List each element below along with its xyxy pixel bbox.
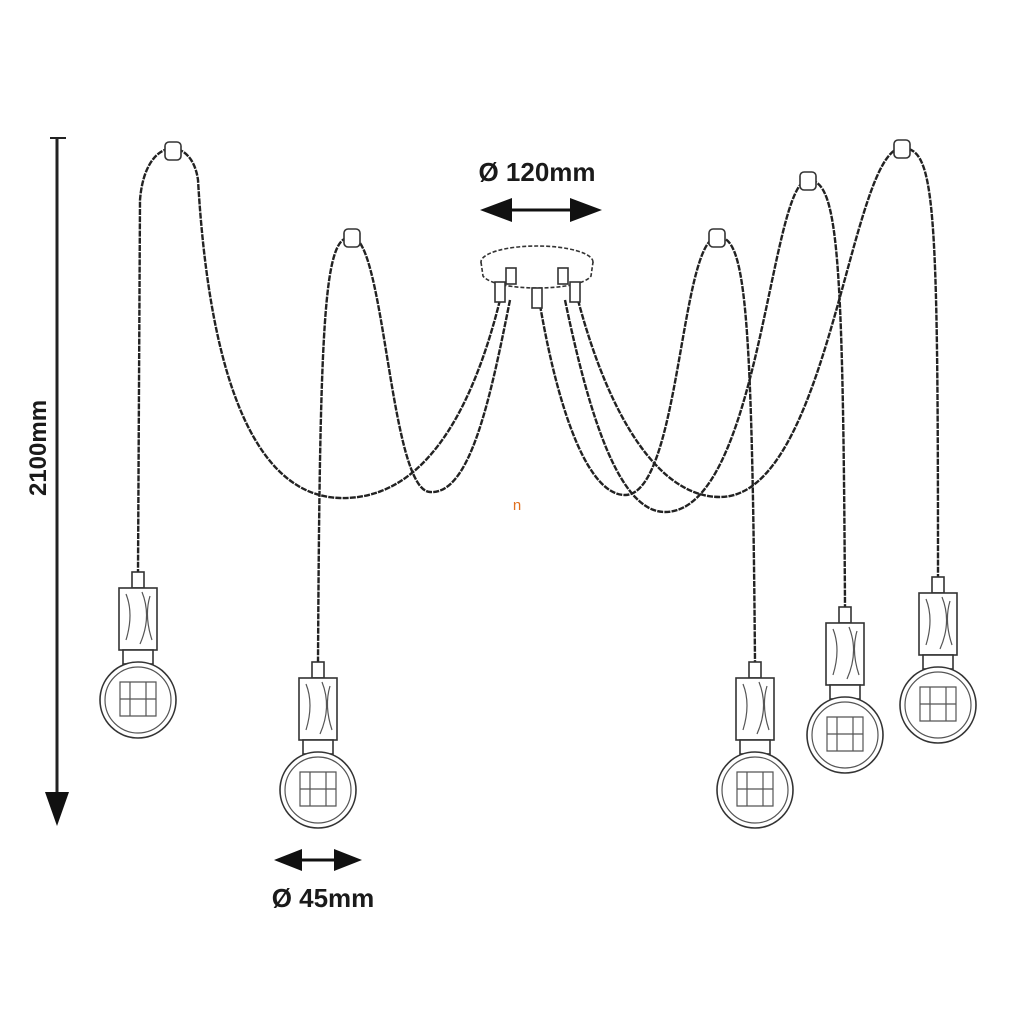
cord-grip xyxy=(931,576,945,594)
cord-grip xyxy=(748,661,762,679)
hook-icon xyxy=(799,171,817,191)
cable-2 xyxy=(316,235,512,663)
cord-grip xyxy=(311,661,325,679)
bulb-icon xyxy=(806,696,884,774)
arrow-right-icon xyxy=(334,849,362,871)
pendant-lamp-3 xyxy=(716,661,794,829)
bulb-icon xyxy=(716,751,794,829)
arrow-left-icon xyxy=(274,849,302,871)
cable-3 xyxy=(538,235,757,663)
cable-5 xyxy=(576,146,940,578)
pendant-lamp-4 xyxy=(806,606,884,774)
wooden-holder xyxy=(735,677,775,741)
bulb-icon xyxy=(279,751,357,829)
canopy-diameter-label: Ø 120mm xyxy=(478,157,595,187)
bulb-dimension: Ø 45mm xyxy=(272,849,375,913)
bulb-icon xyxy=(99,661,177,739)
cables xyxy=(136,146,940,663)
pendant-lamp-1 xyxy=(99,571,177,739)
cable-4 xyxy=(563,178,847,608)
hook-icon xyxy=(893,139,911,159)
arrow-down-icon xyxy=(45,792,69,826)
wooden-holder xyxy=(825,622,865,686)
center-mark: n xyxy=(513,497,521,514)
cord-grip xyxy=(131,571,145,589)
bulb-diameter-label: Ø 45mm xyxy=(272,883,375,913)
cable-1 xyxy=(136,147,502,573)
arrow-left-icon xyxy=(480,198,512,222)
hook-icon xyxy=(164,141,182,161)
height-label: 2100mm xyxy=(25,400,52,496)
height-dimension: 2100mm xyxy=(25,137,69,826)
wooden-holder xyxy=(298,677,338,741)
arrow-right-icon xyxy=(570,198,602,222)
cord-grip xyxy=(838,606,852,624)
lamps xyxy=(99,571,977,829)
pendant-lamp-5 xyxy=(899,576,977,744)
ceiling-canopy xyxy=(480,245,594,309)
wooden-holder xyxy=(918,592,958,656)
bulb-icon xyxy=(899,666,977,744)
ceiling-hooks xyxy=(164,139,911,248)
wooden-holder xyxy=(118,587,158,651)
hook-icon xyxy=(708,228,726,248)
pendant-lamp-2 xyxy=(279,661,357,829)
canopy-dimension: Ø 120mm xyxy=(478,157,602,222)
hook-icon xyxy=(343,228,361,248)
